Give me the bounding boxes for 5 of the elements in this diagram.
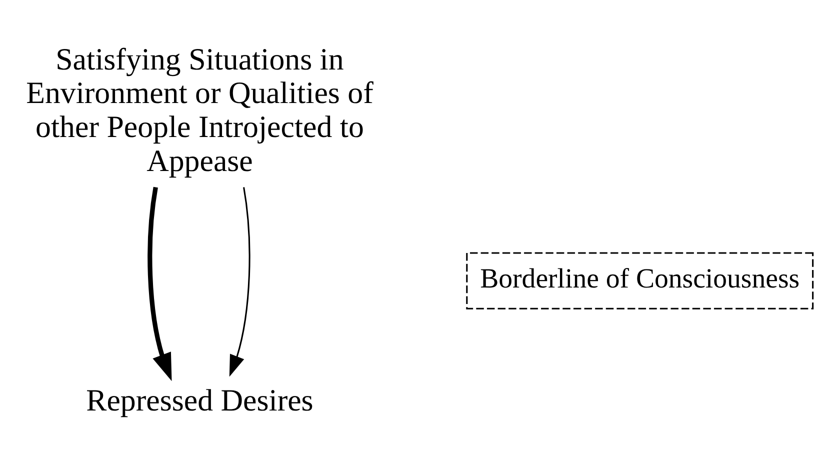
node-text: Repressed Desires [86, 382, 313, 418]
label: Borderline of Consciousness [480, 263, 800, 294]
arrow [228, 186, 250, 376]
node-text: Satisfying Situations in Environment or Qualities of other People Introjected to Appease [26, 40, 373, 178]
arrow [147, 186, 172, 381]
